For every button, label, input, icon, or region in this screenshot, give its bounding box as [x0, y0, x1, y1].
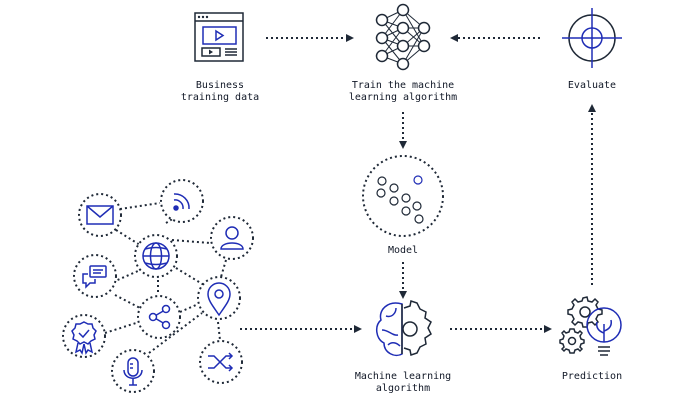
business-data-label: Business training data — [160, 80, 280, 104]
rss-feed-icon — [173, 193, 190, 211]
browser-window-icon — [194, 12, 244, 62]
globe-icon — [142, 242, 170, 270]
shuffle-icon — [208, 352, 234, 372]
network-node-chat — [73, 254, 117, 298]
evaluate-label-text: Evaluate — [567, 80, 617, 91]
neural-network-icon — [375, 3, 431, 71]
network-node-globe — [134, 234, 178, 278]
train-label-line1: Train the machine — [351, 80, 455, 91]
network-node-microphone — [111, 349, 155, 393]
mail-icon — [86, 205, 114, 225]
share-icon — [148, 304, 171, 330]
network-node-share — [137, 295, 181, 339]
crosshair-target-icon — [562, 8, 622, 68]
model-label: Model — [353, 245, 453, 257]
model-label-text: Model — [387, 245, 419, 256]
gears-lightbulb-icon — [559, 296, 622, 356]
prediction-label-text: Prediction — [561, 371, 623, 382]
train-label: Train the machine learning algorithm — [333, 80, 473, 104]
data-network-links — [104, 202, 227, 354]
user-icon — [220, 226, 244, 250]
network-node-shuffle — [199, 340, 243, 384]
business-data-label-line2: training data — [180, 92, 260, 103]
award-badge-icon — [71, 321, 97, 355]
train-label-line2: learning algorithm — [348, 92, 458, 103]
network-node-mail — [78, 193, 122, 237]
prediction-label: Prediction — [542, 371, 642, 383]
network-node-rss — [160, 179, 204, 223]
microphone-icon — [123, 357, 143, 386]
chat-bubbles-icon — [82, 265, 107, 289]
business-data-label-line1: Business — [195, 80, 245, 91]
network-node-location — [197, 276, 241, 320]
ml-algorithm-label-line1: Machine learning — [354, 371, 452, 382]
ml-algorithm-label: Machine learning algorithm — [333, 371, 473, 395]
brain-gear-icon — [376, 300, 432, 357]
ml-algorithm-label-line2: algorithm — [375, 383, 431, 394]
location-pin-icon — [207, 282, 231, 317]
evaluate-label: Evaluate — [542, 80, 642, 92]
network-node-user — [210, 216, 254, 260]
network-node-badge — [62, 314, 106, 358]
model-cluster-icon — [362, 155, 444, 237]
flow-arrows — [240, 34, 596, 333]
